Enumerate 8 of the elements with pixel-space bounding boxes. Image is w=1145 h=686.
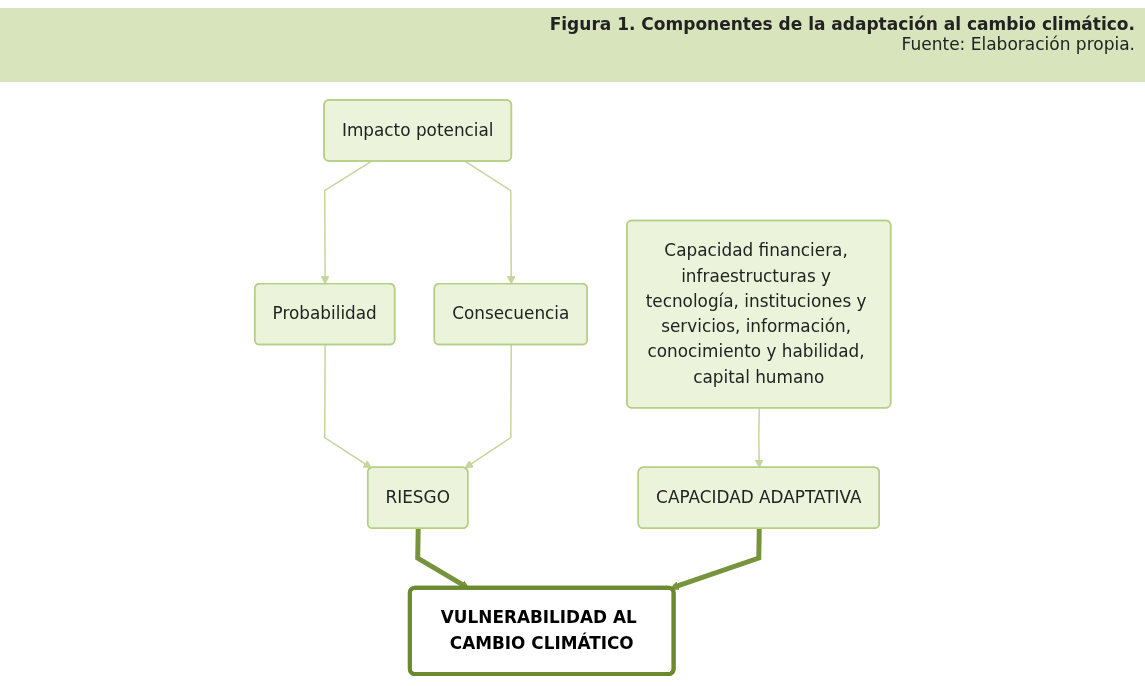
arrow <box>669 528 762 590</box>
figure-source: Fuente: Elaboración propia. <box>901 34 1135 54</box>
arrow <box>320 160 372 285</box>
figure-title: Figura 1. Componentes de la adaptación al cambio climático. <box>549 14 1135 34</box>
arrow <box>464 344 512 469</box>
arrow <box>754 407 764 469</box>
arrow <box>464 160 516 285</box>
arrow <box>323 344 372 469</box>
